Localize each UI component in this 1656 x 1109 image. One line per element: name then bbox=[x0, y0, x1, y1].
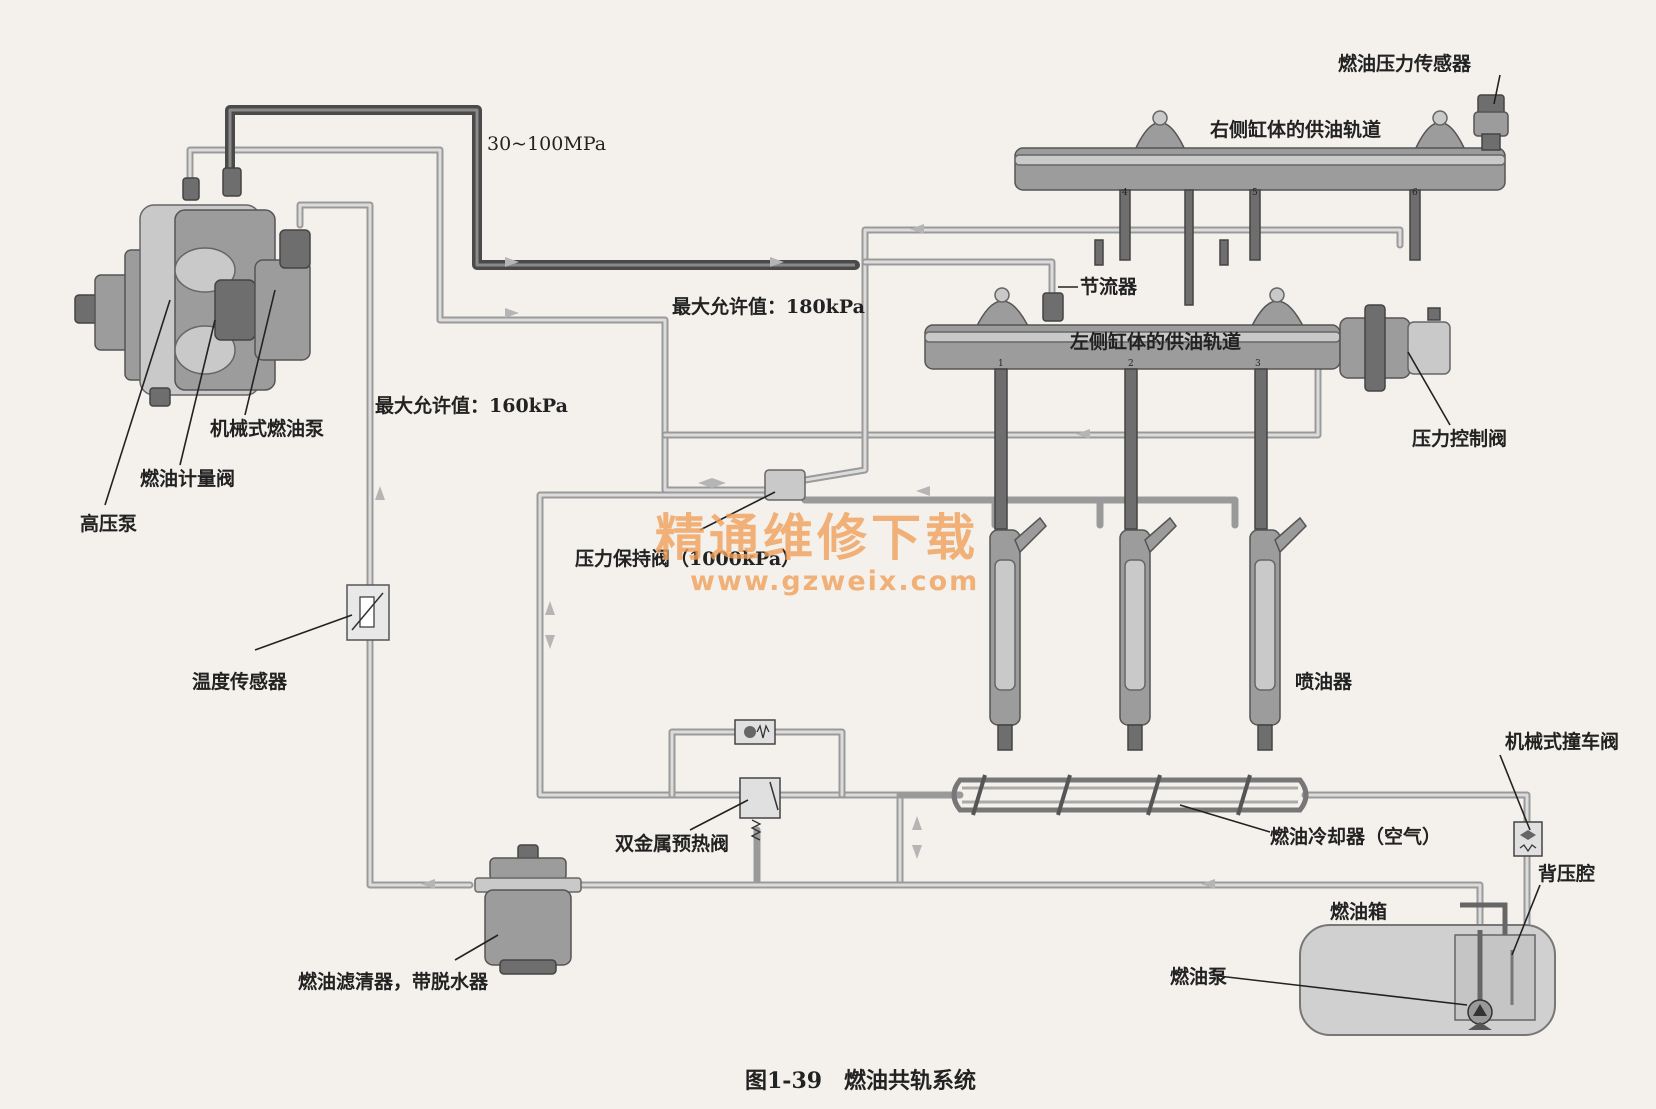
right-fuel-rail: 4 5 6 bbox=[1014, 110, 1506, 306]
label-mechanical-fuel-pump: 机械式燃油泵 bbox=[210, 417, 324, 440]
label-throttle: 节流器 bbox=[1080, 275, 1138, 298]
label-left-rail: 左侧缸体的供油轨道 bbox=[1070, 330, 1241, 353]
bimetal-check-valve bbox=[734, 719, 776, 745]
watermark: 精通维修下载 www.gzweix.com bbox=[655, 509, 979, 597]
flow-arrows bbox=[375, 224, 1215, 889]
label-mechanical-crash-valve: 机械式撞车阀 bbox=[1505, 730, 1619, 753]
supply-pipe-filter-to-pump bbox=[296, 201, 474, 889]
mechanical-crash-valve bbox=[1513, 821, 1543, 857]
cyl-num-1: 1 bbox=[998, 359, 1004, 369]
injector-1 bbox=[989, 368, 1047, 751]
pcv-return-line bbox=[661, 366, 1322, 439]
injector-3 bbox=[1249, 368, 1307, 751]
label-max-160: 最大允许值：160kPa bbox=[375, 394, 568, 417]
leader-lines bbox=[104, 74, 1541, 1006]
label-fuel-tank: 燃油箱 bbox=[1330, 900, 1387, 923]
labels: 燃油压力传感器 右侧缸体的供油轨道 30~100MPa 节流器 最大允许值：18… bbox=[80, 52, 1619, 993]
low-pressure-pipes bbox=[186, 146, 1531, 1004]
injector-2 bbox=[1119, 368, 1177, 751]
label-fuel-metering-valve: 燃油计量阀 bbox=[140, 467, 235, 490]
cyl-num-4: 4 bbox=[1122, 188, 1128, 198]
label-injector: 喷油器 bbox=[1295, 671, 1353, 693]
label-max-180: 最大允许值：180kPa bbox=[672, 295, 865, 318]
cyl-num-6: 6 bbox=[1412, 188, 1418, 198]
pressure-control-valve bbox=[1339, 304, 1451, 392]
watermark-url: www.gzweix.com bbox=[690, 566, 979, 597]
label-fuel-filter: 燃油滤清器，带脱水器 bbox=[298, 970, 489, 993]
fuel-pressure-sensor bbox=[1473, 94, 1509, 151]
label-pressure-control-valve: 压力控制阀 bbox=[1412, 427, 1507, 450]
label-fuel-cooler: 燃油冷却器（空气） bbox=[1270, 825, 1441, 848]
bimetal-preheat-valve bbox=[739, 777, 781, 841]
cyl-num-2: 2 bbox=[1128, 359, 1134, 369]
fuel-tank bbox=[1299, 902, 1556, 1036]
fuel-cooler bbox=[951, 774, 1309, 816]
label-bimetal-preheat-valve: 双金属预热阀 bbox=[615, 832, 729, 855]
label-right-rail: 右侧缸体的供油轨道 bbox=[1209, 118, 1381, 141]
fuel-filter bbox=[474, 844, 582, 975]
temperature-sensor bbox=[346, 584, 390, 641]
figure-caption: 图1-39 燃油共轨系统 bbox=[745, 1068, 976, 1094]
label-high-pressure-pump: 高压泵 bbox=[80, 512, 137, 535]
pressure-holding-valve bbox=[764, 469, 806, 501]
label-pressure-holding-valve: 压力保持阀（1000kPa） bbox=[575, 547, 800, 570]
injectors bbox=[989, 368, 1307, 751]
throttle-restrictor bbox=[1042, 292, 1064, 322]
label-fuel-pump: 燃油泵 bbox=[1170, 965, 1227, 988]
high-pressure-pump bbox=[74, 167, 311, 407]
cyl-num-3: 3 bbox=[1255, 359, 1261, 369]
label-fuel-pressure-sensor: 燃油压力传感器 bbox=[1338, 52, 1472, 75]
watermark-text: 精通维修下载 bbox=[655, 509, 979, 567]
left-fuel-rail: 1 2 3 bbox=[924, 287, 1341, 370]
label-back-pressure-chamber: 背压腔 bbox=[1538, 862, 1595, 885]
cyl-num-5: 5 bbox=[1252, 188, 1258, 198]
right-rail-outlets bbox=[1094, 189, 1421, 306]
label-high-pressure-range: 30~100MPa bbox=[487, 133, 606, 155]
injector-leakoff-line bbox=[801, 496, 1239, 529]
high-pressure-line bbox=[225, 105, 860, 270]
label-temperature-sensor: 温度传感器 bbox=[192, 670, 288, 693]
